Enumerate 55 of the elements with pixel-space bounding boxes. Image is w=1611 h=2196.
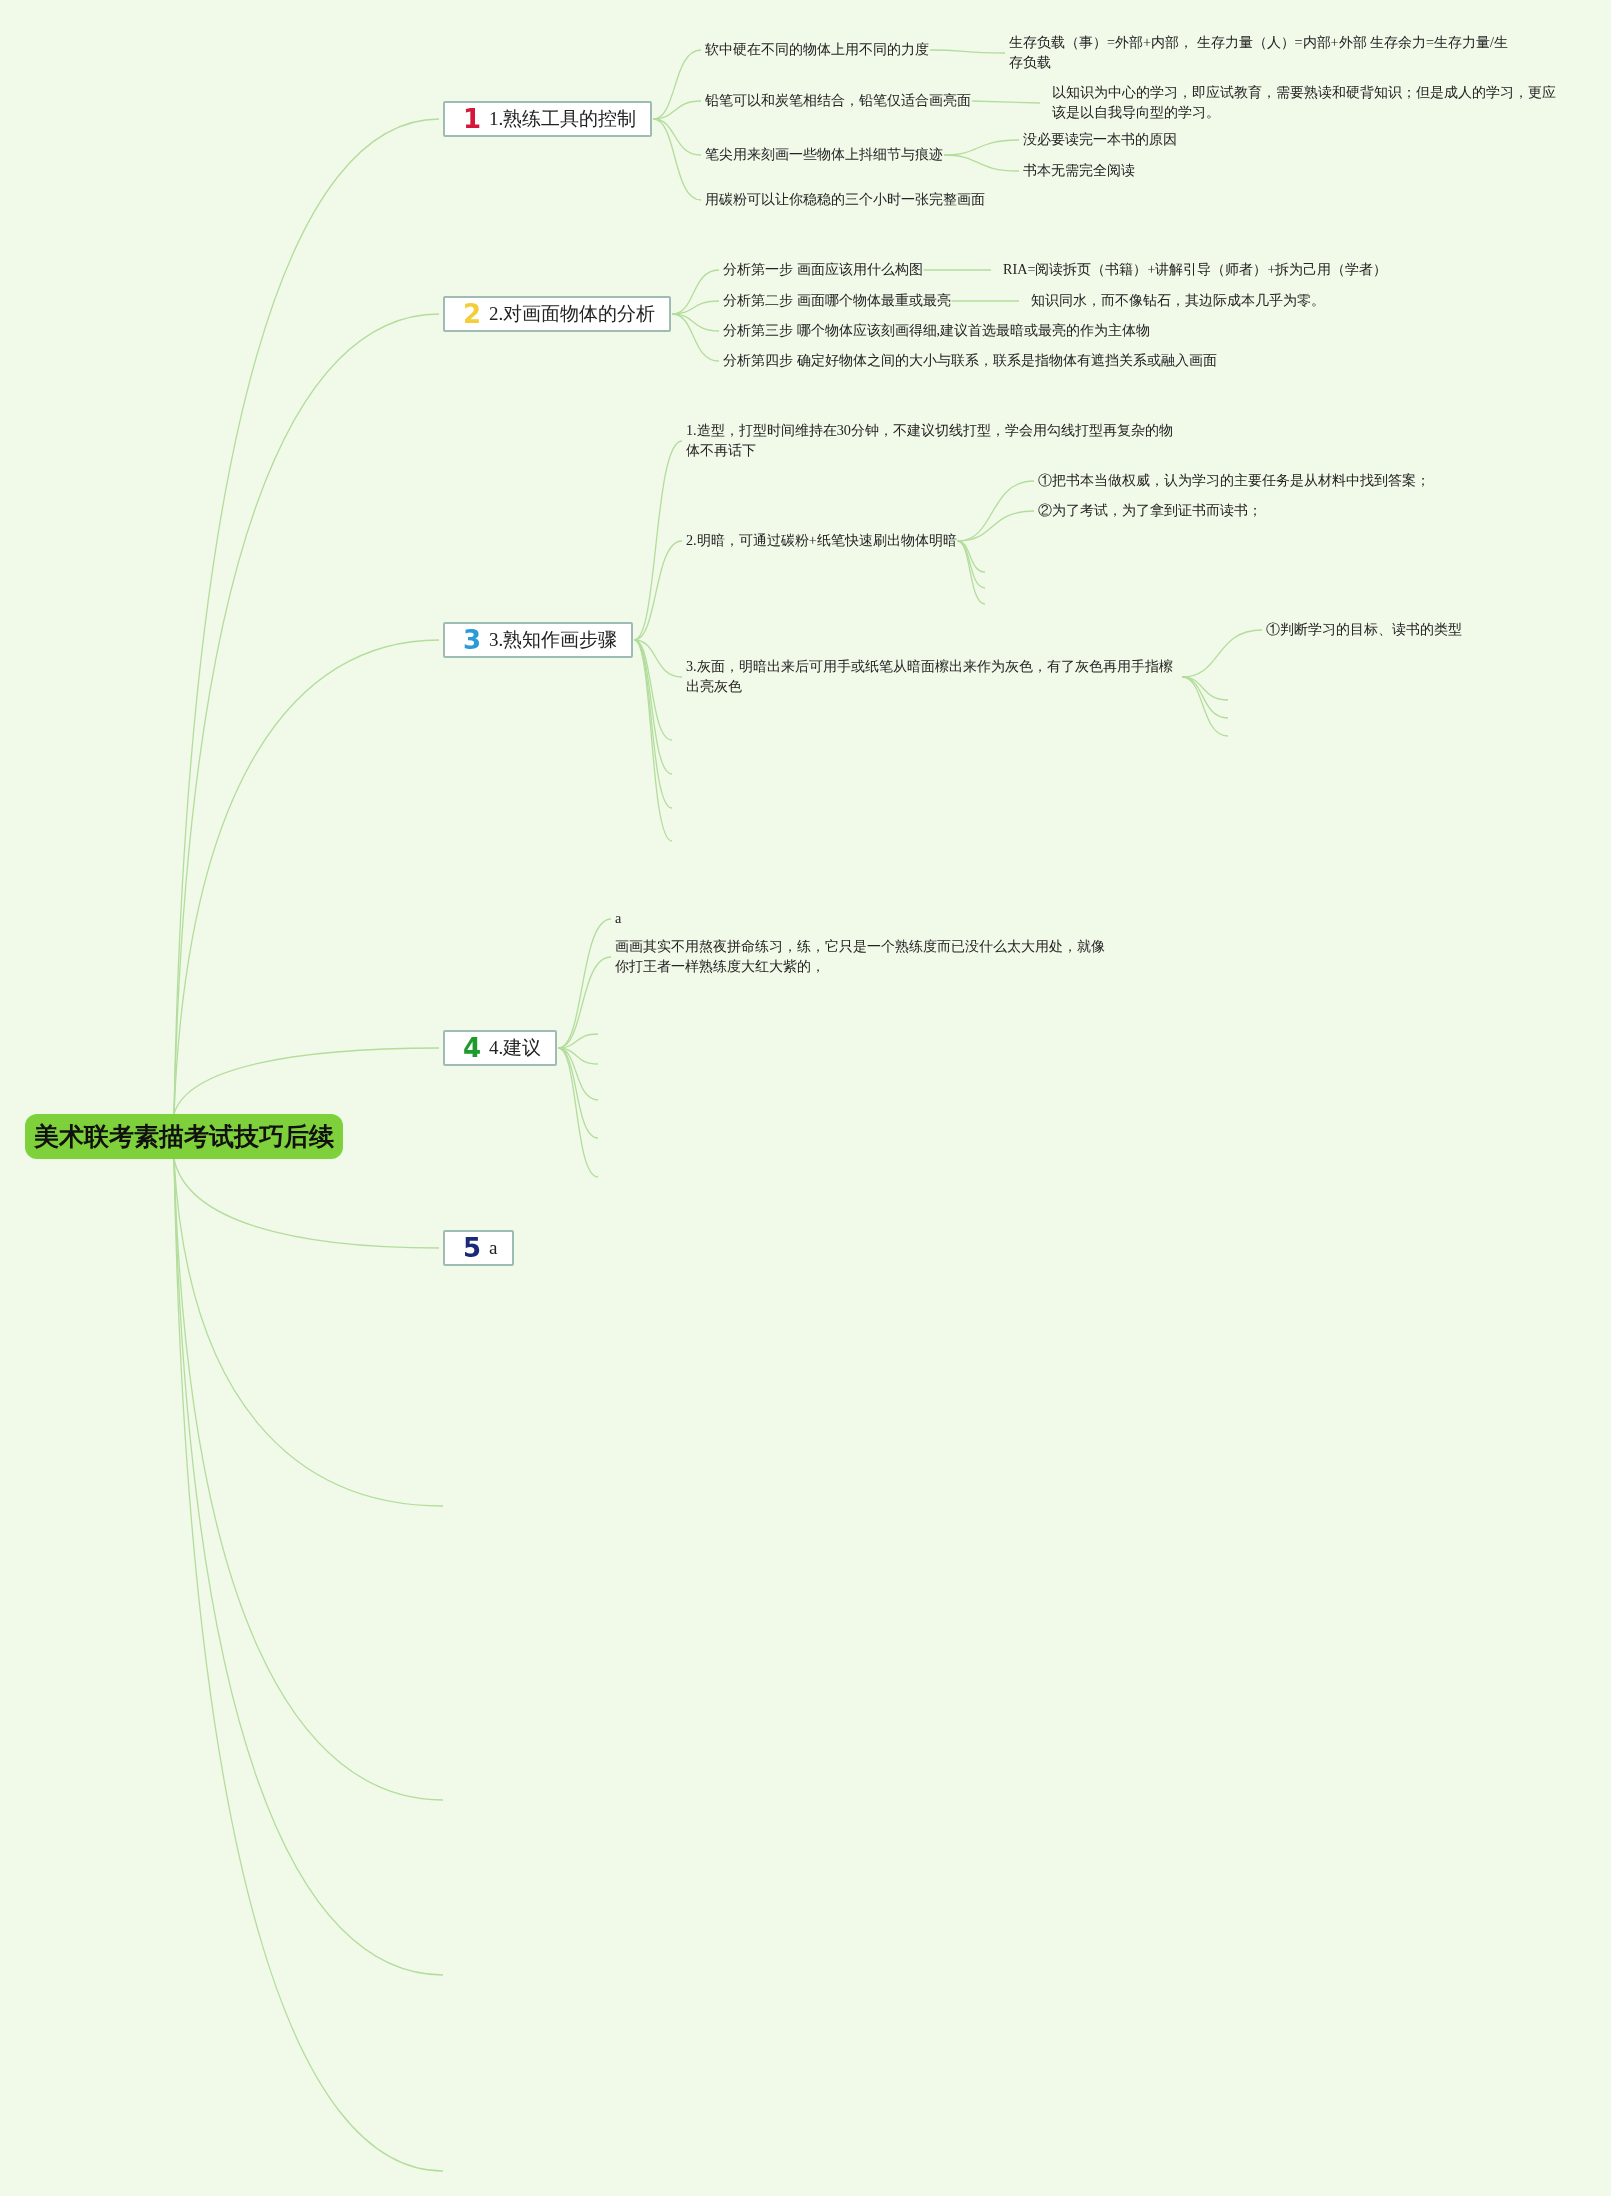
number-icon: 1	[463, 106, 482, 132]
connector-line	[957, 540, 986, 573]
connector-line	[922, 269, 992, 271]
topic-label: 3.熟知作画步骤	[489, 627, 618, 652]
connector-line	[652, 118, 702, 201]
topic-label: 2.对画面物体的分析	[489, 301, 656, 326]
subtopic-text: 分析第四步 确定好物体之间的大小与联系，联系是指物体有遮挡关系或融入画面	[723, 351, 1217, 371]
subtopic-text: 画画其实不用熬夜拼命练习，练，它只是一个熟练度而已没什么太大用处，就像你打王者一样熟练度大红大紫的，	[615, 937, 1110, 977]
subtopic-text: a	[615, 909, 622, 929]
subtopic-text: 以知识为中心的学习，即应试教育，需要熟读和硬背知识；但是成人的学习，更应该是以自我导向型的学习。	[1052, 83, 1557, 123]
subtopic-text: 没必要读完一本书的原因	[1023, 130, 1177, 150]
subtopic-text: 笔尖用来刻画一些物体上抖细节与痕迹	[705, 145, 943, 165]
topic-box	[443, 1230, 514, 1266]
connector-line	[929, 49, 1006, 54]
connector-line	[943, 154, 1020, 172]
connector-line	[957, 510, 1035, 542]
topic-label: 1.熟练工具的控制	[489, 106, 637, 131]
subtopic-text: ①把书本当做权威，认为学习的主要任务是从材料中找到答案；	[1038, 471, 1430, 491]
subtopic-text: ②为了考试，为了拿到证书而读书；	[1038, 501, 1262, 521]
subtopic-text: 软中硬在不同的物体上用不同的力度	[705, 40, 929, 60]
subtopic-text: 1.造型，打型时间维持在30分钟，不建议切线打型，学会用勾线打型再复杂的物体不再话下	[686, 421, 1181, 461]
connector-line	[557, 1047, 599, 1178]
connector-line	[971, 100, 1041, 104]
topic-box	[443, 101, 653, 137]
number-icon: 5	[463, 1235, 482, 1261]
subtopic-text: 用碳粉可以让你稳稳的三个小时一张完整画面	[705, 190, 985, 210]
subtopic-text: 3.灰面，明暗出来后可用手或纸笔从暗面檫出来作为灰色，有了灰色再用手指檫出亮灰色	[686, 657, 1181, 697]
topic-label: 4.建议	[489, 1035, 542, 1060]
subtopic-text: ①判断学习的目标、读书的类型	[1266, 620, 1462, 640]
topic-label: a	[489, 1235, 498, 1260]
central-topic: 美术联考素描考试技巧后续	[25, 1114, 343, 1159]
subtopic-text: 生存负载（事）=外部+内部， 生存力量（人）=内部+外部 生存余力=生存力量/生存负载	[1009, 33, 1514, 73]
connector-line	[1181, 676, 1229, 737]
topic-box	[443, 296, 672, 332]
connector-line	[173, 639, 440, 1115]
connector-line	[957, 540, 986, 605]
subtopic-text: 2.明暗，可通过碳粉+纸笔快速刷出物体明暗	[686, 531, 957, 551]
number-icon: 3	[463, 627, 482, 653]
number-icon: 2	[463, 301, 482, 327]
connector-line	[1181, 676, 1229, 719]
subtopic-text: 知识同水，而不像钻石，其边际成本几乎为零。	[1031, 291, 1325, 311]
connector-line	[950, 300, 1020, 302]
connector-line	[1181, 676, 1229, 701]
subtopic-text: 分析第二步 画面哪个物体最重或最亮	[723, 291, 951, 311]
topic-box	[443, 1030, 558, 1066]
connector-line	[633, 540, 683, 641]
connector-line	[633, 639, 673, 842]
number-icon: 4	[463, 1035, 482, 1061]
topic-box	[443, 622, 634, 658]
subtopic-text: 铅笔可以和炭笔相结合，铅笔仅适合画亮面	[705, 91, 971, 111]
subtopic-text: 分析第三步 哪个物体应该刻画得细,建议首选最暗或最亮的作为主体物	[723, 321, 1151, 341]
connector-line	[173, 1047, 440, 1115]
subtopic-text: 分析第一步 画面应该用什么构图	[723, 260, 923, 280]
subtopic-text: 书本无需完全阅读	[1023, 161, 1135, 181]
subtopic-text: RIA=阅读拆页（书籍）+讲解引导（师者）+拆为己用（学者）	[1003, 260, 1388, 280]
